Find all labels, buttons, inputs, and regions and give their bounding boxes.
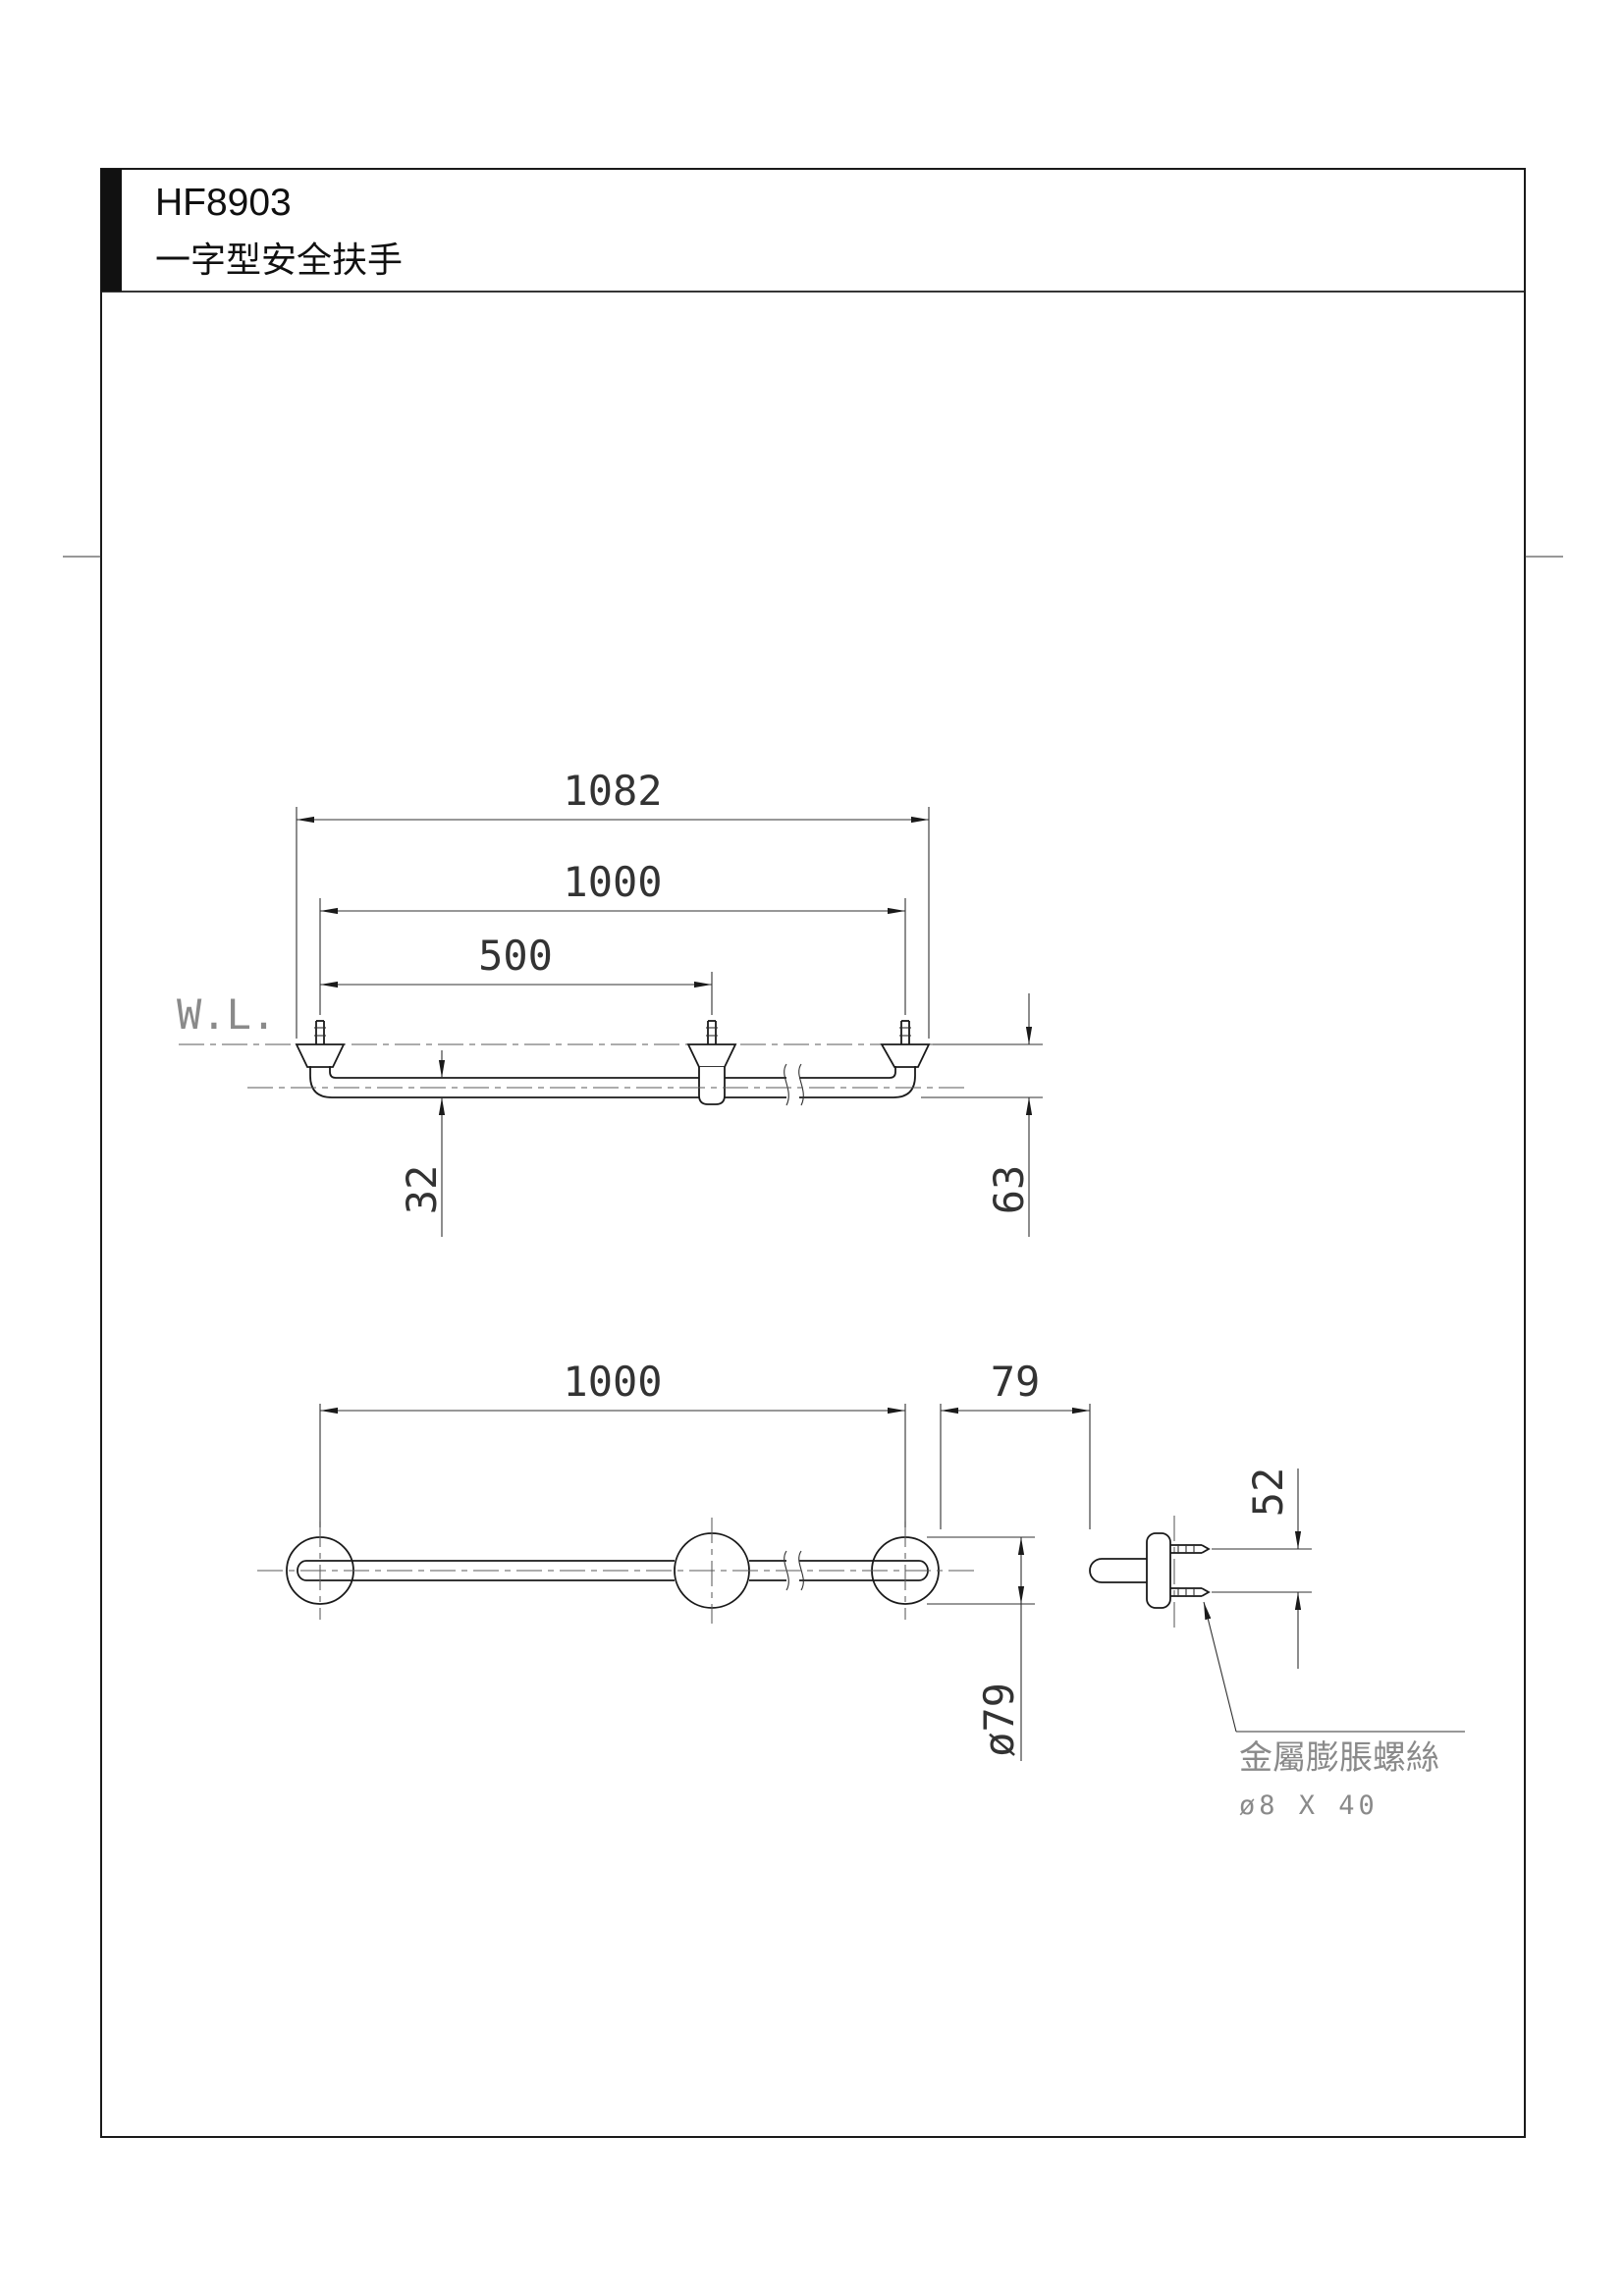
grab-bar-tube-plan bbox=[297, 1560, 929, 1581]
dim-tube-dia-32: 32 bbox=[398, 1050, 446, 1237]
page-frame: HF8903 一字型安全扶手 bbox=[63, 168, 1563, 2138]
dim-projection-79: 79 bbox=[940, 1358, 1091, 1529]
right-flange bbox=[880, 1043, 931, 1068]
left-flange bbox=[295, 1043, 346, 1068]
svg-text:79: 79 bbox=[991, 1358, 1041, 1406]
product-name: 一字型安全扶手 bbox=[155, 240, 403, 280]
expansion-screw-top bbox=[1170, 1544, 1211, 1554]
anchor-note-spec: ø8 X 40 bbox=[1239, 1790, 1379, 1821]
dim-centers-1000-plan: 1000 bbox=[319, 1358, 906, 1527]
right-flange-screw bbox=[899, 1020, 911, 1044]
plan-view: 1000 79 ø79 bbox=[257, 1358, 1091, 1761]
dim-flange-dia-79: ø79 bbox=[927, 1536, 1035, 1761]
svg-text:52: 52 bbox=[1244, 1468, 1292, 1518]
water-line-label: W.L. bbox=[177, 990, 276, 1039]
center-flange-screw bbox=[706, 1020, 718, 1044]
anchor-plate bbox=[1146, 1532, 1171, 1609]
anchor-detail: 52 金屬膨脹螺絲 ø8 X 40 bbox=[1089, 1468, 1465, 1821]
grab-bar-tube bbox=[309, 1066, 916, 1098]
svg-text:1000: 1000 bbox=[563, 1358, 662, 1406]
anchor-note-label: 金屬膨脹螺絲 bbox=[1239, 1739, 1439, 1777]
center-fitting bbox=[698, 1067, 726, 1105]
dim-overall-1082: 1082 bbox=[296, 767, 930, 1039]
dim-centers-1000-front: 1000 bbox=[319, 858, 906, 1015]
anchor-stem bbox=[1089, 1558, 1147, 1583]
break-symbol-front bbox=[784, 1063, 804, 1106]
expansion-screw-bottom bbox=[1170, 1587, 1211, 1597]
svg-text:500: 500 bbox=[478, 932, 553, 980]
dim-screw-spacing-52: 52 bbox=[1212, 1468, 1312, 1669]
model-number: HF8903 bbox=[155, 182, 292, 224]
left-flange-screw bbox=[314, 1020, 326, 1044]
front-view: W.L. 1082 1000 500 32 bbox=[177, 767, 1043, 1237]
dim-wall-offset-63: 63 bbox=[921, 993, 1043, 1237]
anchor-note: 金屬膨脹螺絲 ø8 X 40 bbox=[1203, 1601, 1465, 1821]
title-block-bar bbox=[101, 169, 122, 292]
center-flange bbox=[686, 1043, 737, 1068]
svg-text:32: 32 bbox=[398, 1165, 446, 1215]
svg-text:1082: 1082 bbox=[563, 767, 662, 815]
svg-text:ø79: ø79 bbox=[975, 1682, 1023, 1757]
svg-text:63: 63 bbox=[985, 1165, 1033, 1215]
svg-text:1000: 1000 bbox=[563, 858, 662, 906]
dim-half-500: 500 bbox=[320, 932, 713, 1015]
